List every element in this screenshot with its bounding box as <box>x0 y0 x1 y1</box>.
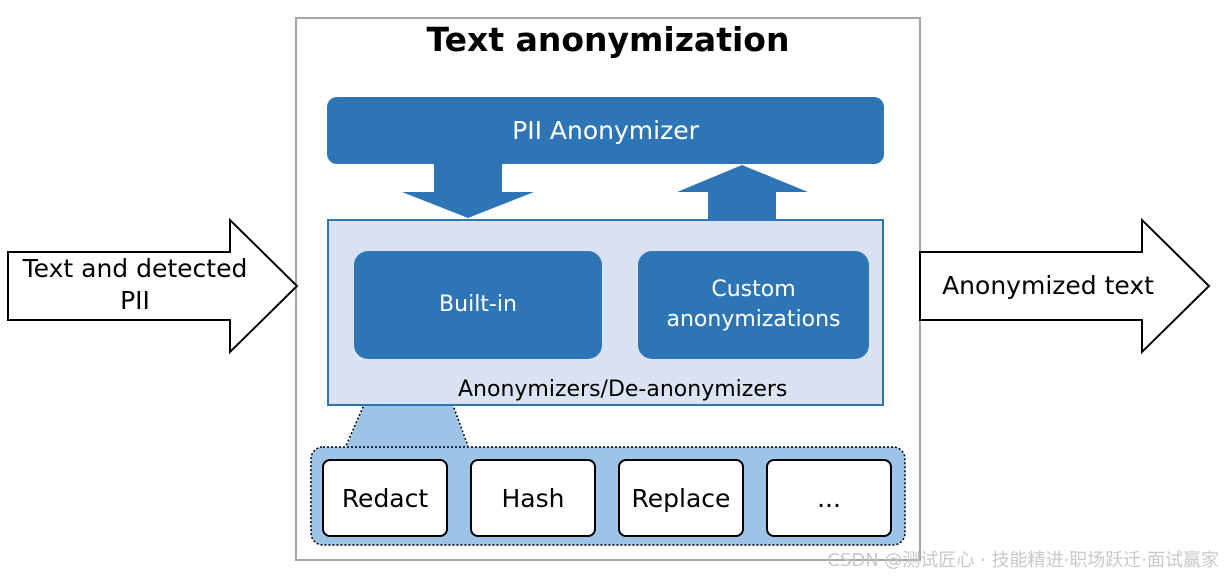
watermark: CSDN @测试匠心 · 技能精进·职场跃迁·面试赢家 <box>827 550 1219 571</box>
pii-anonymizer-box: PII Anonymizer <box>327 97 884 164</box>
down-arrow <box>402 164 534 218</box>
built-in-label: Built-in <box>439 292 517 317</box>
method-hash: Hash <box>470 459 596 537</box>
method-label: Hash <box>501 483 565 513</box>
input-label: Text and detected PII <box>10 253 260 317</box>
output-arrow <box>919 217 1211 355</box>
method-label: ... <box>817 483 841 513</box>
input-label-line1: Text and detected <box>22 254 248 283</box>
method-more: ... <box>766 459 892 537</box>
input-label-line2: PII <box>120 286 150 315</box>
methods-container <box>310 446 906 546</box>
built-in-box: Built-in <box>354 251 602 359</box>
page-title: Text anonymization <box>426 20 790 59</box>
method-label: Replace <box>631 483 731 513</box>
custom-label-line1: Custom <box>711 277 796 302</box>
method-redact: Redact <box>322 459 448 537</box>
input-arrow <box>7 217 299 355</box>
pii-anonymizer-label: PII Anonymizer <box>512 116 699 145</box>
custom-label-line2: anonymizations <box>666 307 841 332</box>
anonymizers-panel-label: Anonymizers/De-anonymizers <box>458 377 788 402</box>
custom-anonymizations-box: Custom anonymizations <box>638 251 869 359</box>
output-label: Anonymized text <box>942 271 1154 300</box>
method-label: Redact <box>341 483 429 513</box>
method-replace: Replace <box>618 459 744 537</box>
up-arrow <box>677 165 808 219</box>
